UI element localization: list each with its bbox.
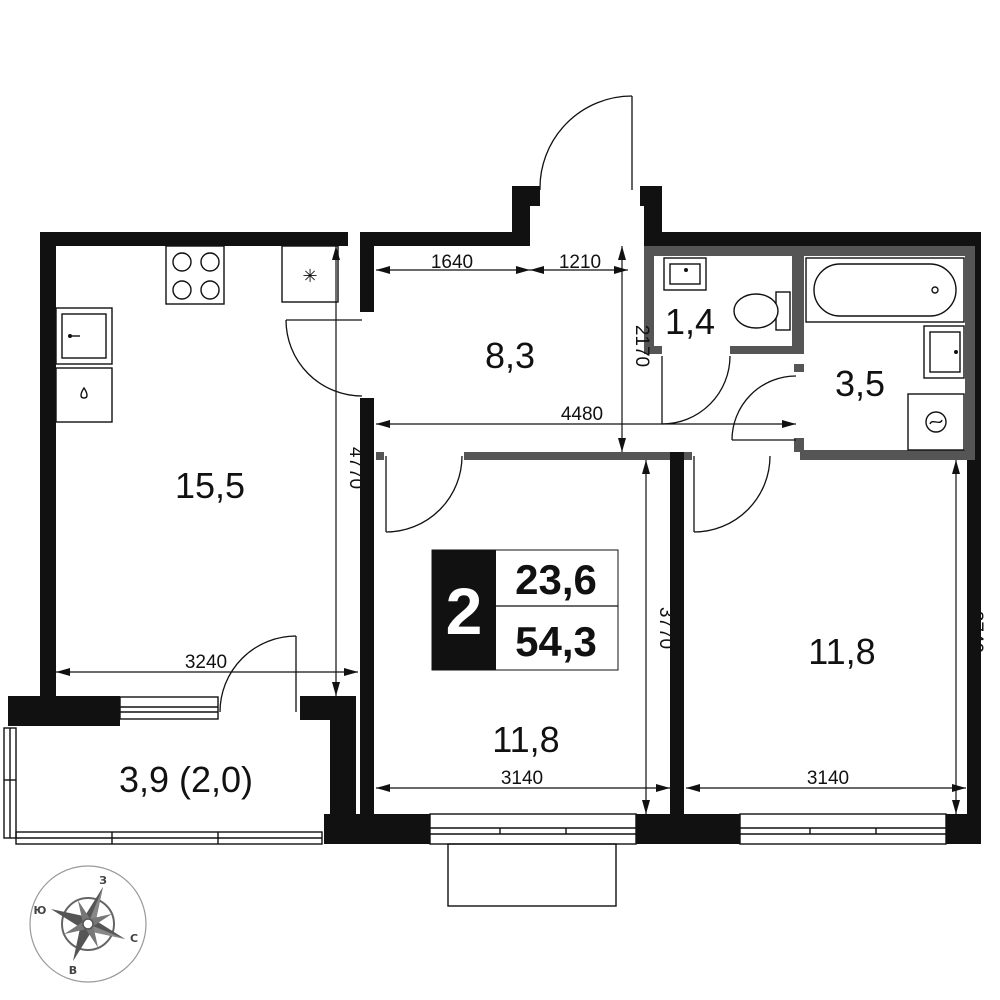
doors <box>219 95 797 713</box>
total-area: 54,3 <box>515 618 597 665</box>
dishwasher-icon <box>55 367 113 423</box>
fridge-icon: ✳ <box>281 245 339 303</box>
room-area-bathroom: 3,5 <box>835 363 885 404</box>
compass-south: В <box>69 964 77 977</box>
dim-bedroom-right-depth: 3740 <box>965 611 986 653</box>
living-area: 23,6 <box>515 556 597 603</box>
bathtub-icon <box>805 257 965 323</box>
dim-hall-width-left: 1640 <box>431 252 473 273</box>
dim-hall-depth: 2170 <box>631 325 652 367</box>
toilet-icon <box>733 291 791 331</box>
dim-corridor-length: 4480 <box>561 404 603 425</box>
apartment-badge: 2 23,6 54,3 <box>431 549 619 671</box>
room-area-bedroom-right: 11,8 <box>808 631 875 672</box>
dim-bedroom-left-depth: 3770 <box>655 607 676 649</box>
windows <box>3 696 947 907</box>
room-area-balcony: 3,9 (2,0) <box>119 759 253 800</box>
compass-west: Ю <box>34 904 47 917</box>
rooms-count: 2 <box>446 574 483 648</box>
dim-kitchen-depth: 4770 <box>345 447 366 489</box>
room-area-kitchen: 15,5 <box>175 465 245 506</box>
dim-bedroom-right-width: 3140 <box>807 768 849 789</box>
dim-bedroom-left-width: 3140 <box>501 768 543 789</box>
compass-east: С <box>130 932 138 945</box>
dimension-lines <box>56 246 966 814</box>
dim-kitchen-width: 3240 <box>185 652 227 673</box>
svg-text:✳: ✳ <box>302 266 317 287</box>
kitchen-sink-icon <box>55 307 113 365</box>
interior-walls <box>360 232 975 818</box>
bath-sink-icon <box>923 325 965 379</box>
room-area-hall: 8,3 <box>485 335 535 376</box>
wc-sink-icon <box>663 257 707 291</box>
room-area-wc: 1,4 <box>665 301 715 342</box>
compass-icon: З Ю С В <box>29 865 147 983</box>
compass-north: З <box>99 874 107 887</box>
stove-icon <box>165 245 225 305</box>
washing-machine-icon <box>907 393 965 451</box>
fixtures: ✳ <box>55 245 965 451</box>
dim-hall-width-right: 1210 <box>559 252 601 273</box>
room-area-bedroom-left: 11,8 <box>492 719 559 760</box>
